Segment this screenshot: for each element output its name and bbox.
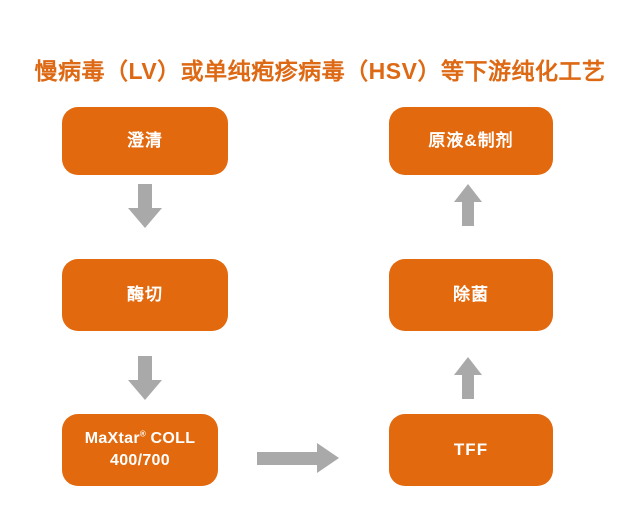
- step-maxtar-coll: MaXtar®COLL 400/700: [62, 414, 218, 486]
- arrow-right-icon: [257, 443, 339, 473]
- step-label: TFF: [453, 439, 489, 459]
- step-clarification: 澄清: [62, 107, 228, 175]
- step-enzyme-digestion: 酶切: [62, 259, 228, 331]
- arrow-up-icon: [454, 184, 482, 226]
- brand-name: MaXtar: [84, 430, 140, 448]
- arrow-down-icon: [128, 356, 162, 400]
- arrow-down-icon: [128, 184, 162, 228]
- step-label: 酶切: [127, 284, 163, 304]
- step-bulk-and-formulation: 原液&制剂: [389, 107, 553, 175]
- step-label: 澄清: [127, 130, 163, 150]
- diagram-title: 慢病毒（LV）或单纯疱疹病毒（HSV）等下游纯化工艺: [34, 58, 606, 84]
- step-label: MaXtar®COLL 400/700: [85, 428, 196, 471]
- product-name: COLL: [150, 430, 196, 448]
- step-label: 原液&制剂: [428, 130, 514, 150]
- maxtar-line-2: 400/700: [110, 452, 170, 469]
- step-label: 除菌: [453, 284, 489, 304]
- maxtar-line-1: MaXtar®COLL: [85, 428, 196, 450]
- arrow-up-icon: [454, 357, 482, 399]
- registered-trademark-mark: ®: [139, 430, 147, 440]
- step-sterile-filtration: 除菌: [389, 259, 553, 331]
- step-tff: TFF: [389, 414, 553, 486]
